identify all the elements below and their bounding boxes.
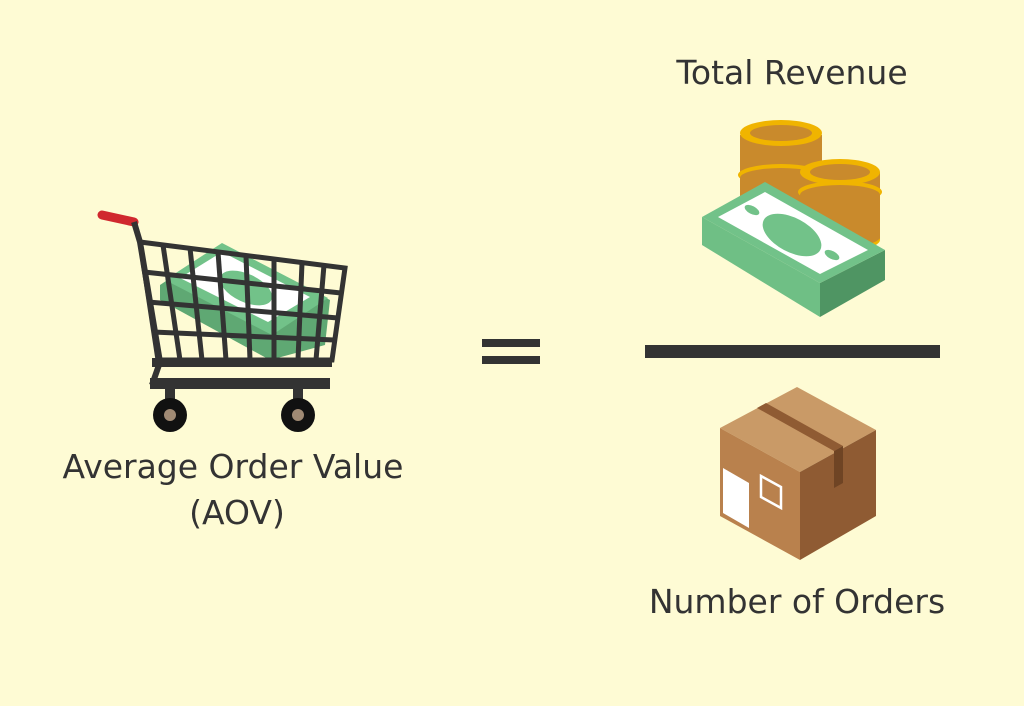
equals-sign [482,339,540,364]
aov-label-line1: Average Order Value [63,447,404,486]
fraction-bar [645,345,940,358]
aov-label-line2: (AOV) [189,493,285,532]
denominator-label: Number of Orders [649,582,945,621]
shopping-cart-icon [97,210,348,432]
numerator-label: Total Revenue [675,53,907,92]
coins-and-cash-icon [702,120,885,317]
cardboard-box-icon [720,387,876,560]
